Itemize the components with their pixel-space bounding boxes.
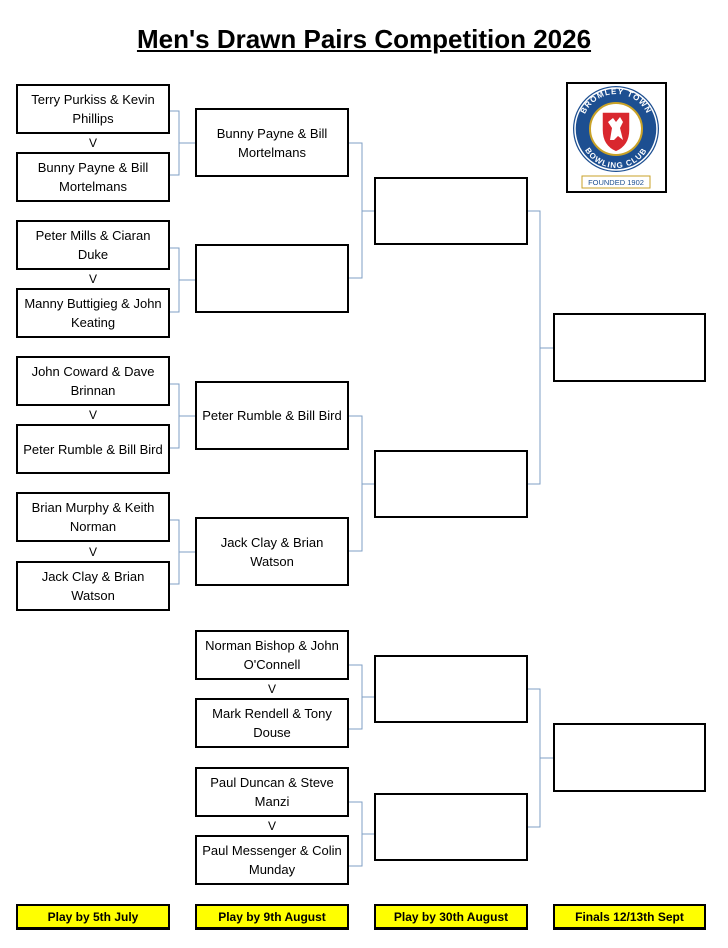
club-logo: BROMLEY TOWN BOWLING CLUB FOUNDED 1902	[566, 82, 667, 193]
versus-label: V	[267, 682, 276, 696]
round1-match-3-team-a: John Coward & Dave Brinnan	[16, 356, 170, 406]
page-title: Men's Drawn Pairs Competition 2026	[136, 24, 592, 54]
round3-slot-2	[374, 450, 528, 518]
round3-slot-1	[374, 177, 528, 245]
final-slot-2	[553, 723, 706, 792]
deadline-round1: Play by 5th July	[16, 904, 170, 930]
versus-label: V	[88, 545, 97, 559]
versus-label: V	[88, 272, 97, 286]
bowling-club-emblem-icon: BROMLEY TOWN BOWLING CLUB FOUNDED 1902	[573, 86, 659, 189]
deadline-finals: Finals 12/13th Sept	[553, 904, 706, 930]
final-slot-1	[553, 313, 706, 382]
versus-label: V	[88, 136, 97, 150]
versus-label: V	[88, 408, 97, 422]
deadline-round2: Play by 9th August	[195, 904, 349, 930]
round3-slot-4	[374, 793, 528, 861]
deadline-round3: Play by 30th August	[374, 904, 528, 930]
round1-match-3-team-b: Peter Rumble & Bill Bird	[16, 424, 170, 474]
round3-slot-3	[374, 655, 528, 723]
round2-slot-4: Jack Clay & Brian Watson	[195, 517, 349, 586]
round2-slot-1: Bunny Payne & Bill Mortelmans	[195, 108, 349, 177]
logo-founded-text: FOUNDED 1902	[588, 178, 644, 187]
round1-match-1-team-b: Bunny Payne & Bill Mortelmans	[16, 152, 170, 202]
round2-slot-3: Peter Rumble & Bill Bird	[195, 381, 349, 450]
versus-label: V	[267, 819, 276, 833]
round2-match-6-team-b: Paul Messenger & Colin Munday	[195, 835, 349, 885]
round1-match-2-team-a: Peter Mills & Ciaran Duke	[16, 220, 170, 270]
round2-match-5-team-b: Mark Rendell & Tony Douse	[195, 698, 349, 748]
round1-match-2-team-b: Manny Buttigieg & John Keating	[16, 288, 170, 338]
round1-match-1-team-a: Terry Purkiss & Kevin Phillips	[16, 84, 170, 134]
round2-match-6-team-a: Paul Duncan & Steve Manzi	[195, 767, 349, 817]
round1-match-4-team-a: Brian Murphy & Keith Norman	[16, 492, 170, 542]
round2-match-5-team-a: Norman Bishop & John O'Connell	[195, 630, 349, 680]
round1-match-4-team-b: Jack Clay & Brian Watson	[16, 561, 170, 611]
round2-slot-2	[195, 244, 349, 313]
